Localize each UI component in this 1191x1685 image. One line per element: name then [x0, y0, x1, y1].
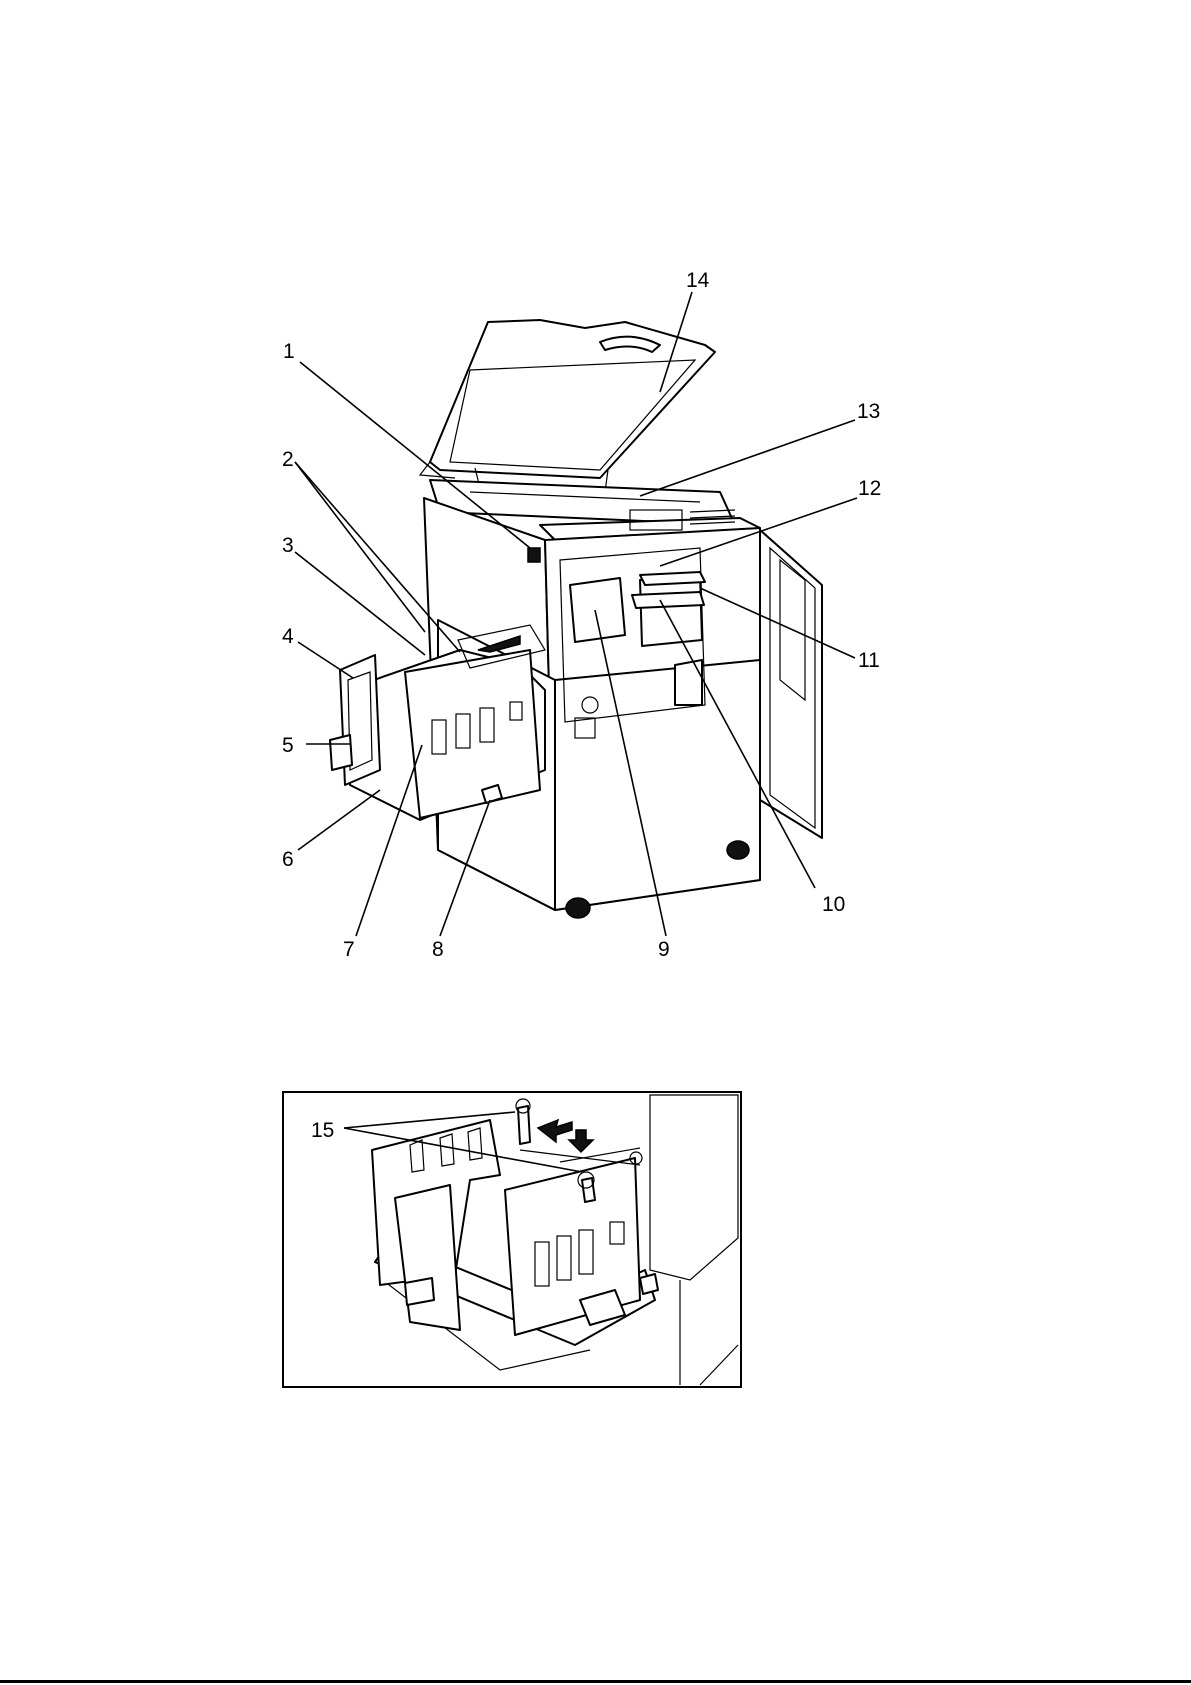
callout-1: 1	[283, 340, 295, 363]
drum-unit-lock-lever	[640, 572, 705, 585]
inset-figure: 15	[283, 1092, 741, 1387]
callout-8: 8	[432, 938, 444, 961]
callout-2: 2	[282, 448, 294, 471]
exposure-glass-cover	[430, 320, 715, 478]
callout-4: 4	[282, 625, 294, 648]
paper-delivery-side-plate	[405, 650, 540, 818]
caster-wheel	[566, 898, 590, 918]
callout-10: 10	[822, 893, 845, 916]
callout-5: 5	[282, 734, 294, 757]
callout-11: 11	[858, 649, 880, 672]
callout-9: 9	[658, 938, 670, 961]
drum-unit	[570, 578, 625, 642]
callout-3: 3	[282, 534, 294, 557]
page-bottom-rule	[0, 1680, 1191, 1683]
callout-12: 12	[858, 477, 881, 500]
machine-illustration	[330, 320, 822, 918]
callout-6: 6	[282, 848, 294, 871]
front-door	[760, 530, 822, 838]
callout-7: 7	[343, 938, 355, 961]
callout-14: 14	[686, 269, 710, 292]
callout-15: 15	[311, 1119, 334, 1142]
callout-13: 13	[857, 400, 880, 423]
